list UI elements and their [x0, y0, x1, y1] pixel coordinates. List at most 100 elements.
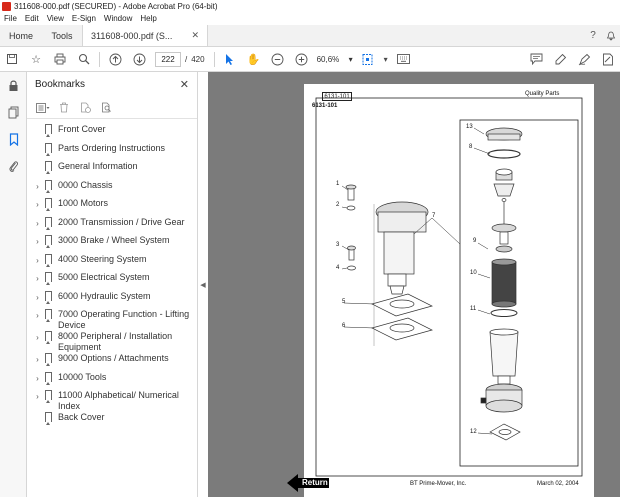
find-bookmark-icon[interactable]	[97, 100, 115, 116]
bookmark-item[interactable]: Front Cover	[27, 124, 197, 143]
menu-window[interactable]: Window	[103, 14, 133, 23]
document-viewer[interactable]: 6131-101 6131-101 Quality Parts 1 2 3 4 …	[208, 72, 620, 497]
page-display-dropdown-icon[interactable]: ▾	[383, 54, 388, 64]
bookmark-options-icon[interactable]	[34, 100, 52, 116]
chevron-right-icon[interactable]: ›	[36, 237, 39, 246]
title-bar: 311608-000.pdf (SECURED) - Adobe Acrobat…	[0, 0, 620, 12]
chevron-down-icon: ▾	[348, 54, 353, 64]
bookmark-label: 5000 Electrical System	[58, 272, 150, 282]
chevron-right-icon[interactable]: ›	[36, 333, 39, 342]
chevron-right-icon[interactable]: ›	[36, 311, 39, 320]
zoom-in-icon[interactable]	[290, 48, 314, 70]
toolbar-separator	[213, 51, 215, 67]
tab-document[interactable]: 311608-000.pdf (S... ✕	[82, 25, 208, 46]
new-bookmark-icon[interactable]	[76, 100, 94, 116]
page-footer-right: March 02, 2004	[537, 481, 579, 487]
help-icon[interactable]: ?	[590, 30, 596, 41]
chevron-right-icon[interactable]: ›	[36, 274, 39, 283]
zoom-out-icon[interactable]	[266, 48, 290, 70]
bookmark-ribbon-icon	[45, 390, 52, 403]
bookmarks-panel-icon[interactable]	[0, 126, 27, 153]
hand-tool-icon[interactable]: ✋	[246, 53, 261, 66]
bookmark-indent	[32, 412, 43, 413]
keyboard-icon[interactable]	[392, 48, 416, 70]
menu-view[interactable]: View	[46, 14, 64, 23]
page-total: 420	[191, 54, 205, 64]
zoom-level-value: 60,6%	[316, 54, 340, 64]
bookmark-label: Parts Ordering Instructions	[58, 142, 166, 153]
select-cursor-icon[interactable]	[218, 48, 242, 70]
callout-3: 3	[336, 242, 340, 248]
bookmark-label: Front Cover	[58, 124, 106, 134]
tab-tools[interactable]: Tools	[51, 30, 73, 41]
bell-icon[interactable]	[602, 25, 620, 46]
chevron-right-icon[interactable]: ›	[36, 218, 39, 228]
page-footer-left: BT Prime-Mover, Inc.	[410, 481, 467, 487]
bookmark-item[interactable]: › 5000 Electrical System	[27, 272, 197, 291]
search-icon[interactable]	[72, 48, 96, 70]
bookmark-star-icon[interactable]: ☆	[31, 53, 41, 66]
bookmark-item[interactable]: ›4000 Steering System	[27, 253, 197, 273]
tab-bar-spacer	[208, 25, 584, 46]
save-icon[interactable]	[0, 48, 24, 70]
menu-file[interactable]: File	[4, 14, 17, 23]
bookmark-ribbon-icon	[45, 179, 52, 193]
bookmark-item[interactable]: ›9000 Options / Attachments	[27, 353, 197, 372]
menu-bar: File Edit View E-Sign Window Help	[0, 12, 620, 25]
return-button[interactable]	[286, 473, 330, 493]
chevron-right-icon[interactable]: ›	[36, 181, 39, 191]
comment-icon[interactable]	[524, 48, 548, 70]
delete-bookmark-icon[interactable]	[55, 100, 73, 116]
tab-document-label: 311608-000.pdf (S...	[91, 30, 173, 41]
menu-edit[interactable]: Edit	[24, 14, 39, 23]
close-panel-icon[interactable]: ✕	[179, 79, 189, 91]
bookmark-item[interactable]: ›8000 Peripheral / Installation Equipmen…	[27, 331, 197, 353]
previous-page-icon[interactable]	[103, 48, 127, 70]
highlight-pen-icon[interactable]	[548, 48, 572, 70]
zoom-level-dropdown[interactable]: 60,6% ▾	[314, 52, 356, 67]
panel-splitter[interactable]: ◀	[197, 72, 208, 497]
attachments-icon[interactable]	[0, 153, 27, 180]
bookmark-item[interactable]: ›11000 Alphabetical/ Numerical Index	[27, 390, 197, 412]
bookmark-item[interactable]: ›0000 Chassis	[27, 179, 197, 199]
fill-sign-icon[interactable]	[596, 48, 620, 70]
bookmark-item[interactable]: ›2000 Transmission / Drive Gear	[27, 216, 197, 236]
menu-esign[interactable]: E-Sign	[71, 14, 96, 23]
tab-home[interactable]: Home	[8, 30, 33, 41]
return-label[interactable]: Return	[302, 478, 328, 487]
print-icon[interactable]	[48, 48, 72, 70]
lock-icon[interactable]	[0, 72, 27, 99]
chevron-right-icon[interactable]: ›	[36, 292, 39, 302]
bookmark-ribbon-icon	[45, 371, 52, 385]
chevron-right-icon[interactable]: ›	[36, 355, 39, 364]
callout-2: 2	[336, 202, 340, 208]
page-header-right: Quality Parts	[525, 91, 560, 97]
callout-6: 6	[342, 323, 346, 329]
bookmark-item[interactable]: › 6000 Hydraulic System	[27, 290, 197, 310]
bookmark-item[interactable]: ›10000 Tools	[27, 371, 197, 391]
bookmark-item[interactable]: ›1000 Motors	[27, 198, 197, 217]
bookmark-item[interactable]: General Information	[27, 161, 197, 180]
close-icon[interactable]: ✕	[191, 30, 199, 40]
chevron-right-icon[interactable]: ›	[36, 255, 39, 265]
bookmark-ribbon-icon	[45, 235, 52, 248]
bookmark-item[interactable]: Parts Ordering Instructions	[27, 142, 197, 162]
page-thumbnails-icon[interactable]	[0, 99, 27, 126]
fit-page-icon[interactable]	[356, 48, 380, 70]
bookmark-item[interactable]: ›3000 Brake / Wheel System	[27, 235, 197, 254]
bookmark-item[interactable]: Back Cover	[27, 412, 197, 431]
callout-11: 11	[470, 306, 477, 312]
chevron-right-icon[interactable]: ›	[36, 373, 39, 383]
callout-12: 12	[470, 429, 477, 435]
next-page-icon[interactable]	[127, 48, 151, 70]
bookmark-item[interactable]: ›7000 Operating Function - Lifting Devic…	[27, 309, 197, 331]
menu-help[interactable]: Help	[140, 14, 157, 23]
draw-icon[interactable]	[572, 48, 596, 70]
chevron-right-icon[interactable]: ›	[36, 200, 39, 209]
collapse-panel-icon[interactable]: ◀	[200, 281, 206, 289]
bookmark-label: 6000 Hydraulic System	[58, 290, 151, 301]
chevron-right-icon[interactable]: ›	[36, 392, 39, 401]
page-number-input[interactable]: 222	[155, 51, 181, 67]
bookmark-ribbon-icon	[45, 309, 52, 322]
